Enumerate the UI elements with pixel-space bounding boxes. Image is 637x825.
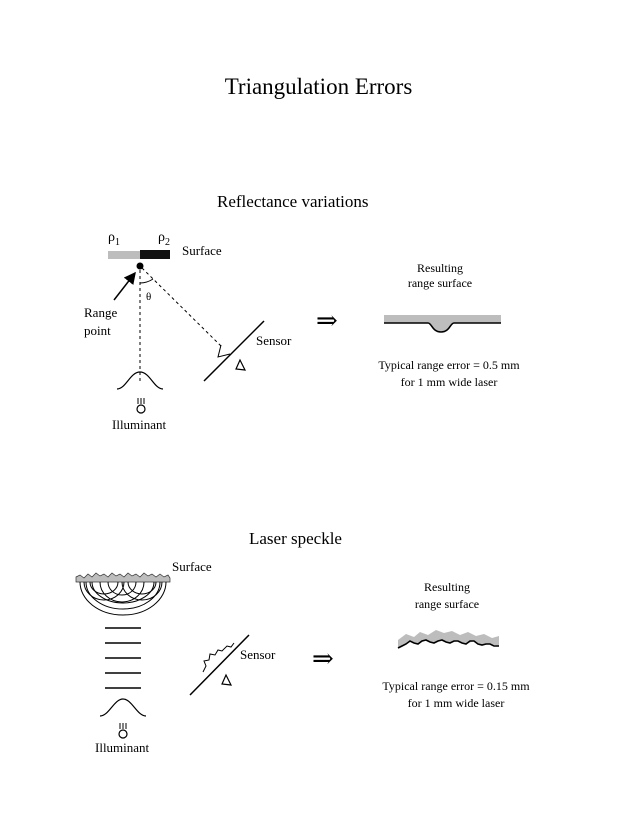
speckle-surface-label: Surface [172,559,212,574]
theta-arc [139,278,154,284]
range-point-arrow [113,271,136,301]
speckle-result-label-line2: range surface [414,597,480,611]
gaussian-profile [116,371,164,390]
result-label-line1: Resulting [416,261,463,275]
reflectance-heading: Reflectance variations [217,192,369,211]
theta-label: θ [146,291,152,303]
laser-wavefronts [105,627,141,689]
lamp-icon-2 [118,723,128,739]
reflected-ray [141,267,223,348]
rho2-subscript: 2 [165,236,170,248]
range-surface-noisy [397,630,499,649]
illuminant-label: Illuminant [112,417,167,432]
error-label-line1: Typical range error = 0.5 mm [378,358,520,372]
speckle-illuminant-label: Illuminant [95,740,150,755]
result-label-line2: range surface [407,276,473,290]
rho1-symbol: ρ [108,230,115,245]
speckle-error-label-line1: Typical range error = 0.15 mm [382,679,530,693]
range-point-label-line1: Range [84,305,118,320]
range-point-label-line2: point [84,323,111,338]
lamp-icon [136,398,146,414]
implies-arrow: ⇒ [316,306,338,335]
speckle-heading: Laser speckle [249,529,342,548]
sensor-label: Sensor [256,333,292,348]
speckle-diagram [75,572,499,739]
rho2-label: ρ2 [158,230,170,250]
page-title: Triangulation Errors [224,74,413,99]
error-label-line2: for 1 mm wide laser [400,375,498,389]
speckle-result-label-line1: Resulting [423,580,470,594]
reflectance-diagram [108,250,501,414]
speckle-sensor-label: Sensor [240,647,276,662]
speckle-error-label-line2: for 1 mm wide laser [407,696,505,710]
rho1-subscript: 1 [115,236,120,248]
range-surface-result [384,315,501,333]
rho1-label: ρ1 [108,230,120,250]
sensor-icon [203,320,265,382]
speckle-implies-arrow: ⇒ [312,644,334,673]
surface-label: Surface [182,243,222,258]
rho2-symbol: ρ [158,230,165,245]
sensor-icon-2 [189,634,250,696]
gaussian-profile-2 [99,698,147,717]
surface-strip-light [108,251,140,259]
range-point-dot [136,262,144,270]
surface-strip-dark [140,250,170,259]
rough-surface [75,572,171,583]
speckle-wavefronts [79,581,167,616]
